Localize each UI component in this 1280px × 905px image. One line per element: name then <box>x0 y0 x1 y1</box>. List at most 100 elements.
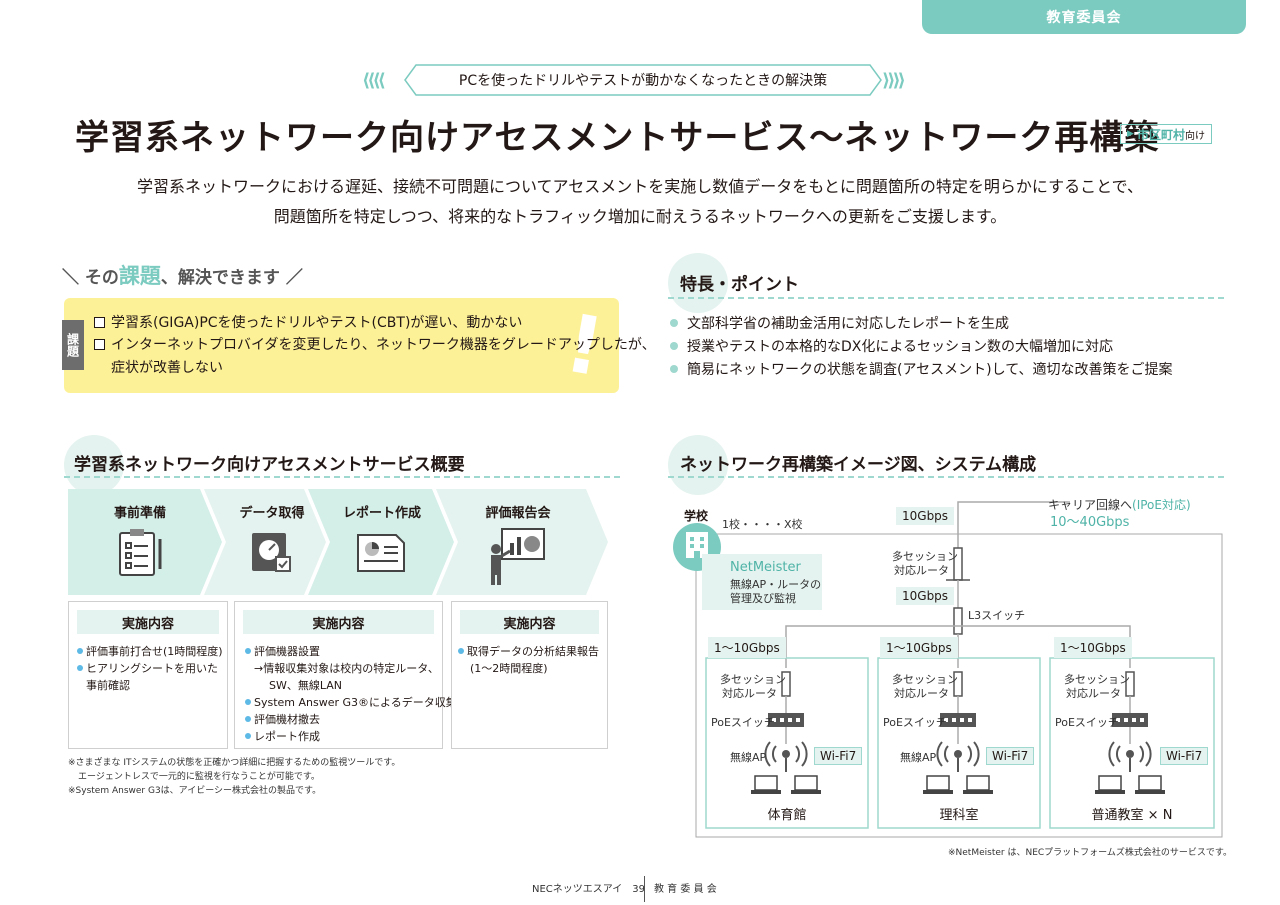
port-dot <box>1140 718 1144 722</box>
wifi-ap-icon <box>1126 750 1134 758</box>
feature-item: 授業やテストの本格的なDX化によるセッション数の大幅増加に対応 <box>670 336 1113 356</box>
wifi-ap-icon <box>782 750 790 758</box>
laptop-base <box>751 790 781 794</box>
category-tab: 教育委員会 <box>922 0 1246 34</box>
laptop-base <box>791 790 821 794</box>
content-item-cont: →情報収集対象は校内の特定ルータ、 <box>254 662 439 675</box>
carrier-speed: 10〜40Gbps <box>1050 515 1130 530</box>
poe-switch-icon <box>940 713 976 727</box>
l3switch-label: L3スイッチ <box>968 609 1026 622</box>
ap-label: 無線AP <box>900 751 937 764</box>
laptop-icon <box>1138 775 1162 791</box>
wifi-wave <box>1116 745 1144 763</box>
router-label: 対応ルータ <box>894 687 949 700</box>
section-circle <box>64 435 124 495</box>
step-label: 評価報告会 <box>485 506 551 521</box>
router-label: 対応ルータ <box>894 564 949 577</box>
port-dot <box>1132 718 1136 722</box>
port-dot <box>772 718 776 722</box>
footer-divider <box>644 876 645 902</box>
speed-badge: 10Gbps <box>896 507 955 525</box>
speed-badge: 1〜10Gbps <box>1054 637 1132 658</box>
port-dot <box>1116 718 1120 722</box>
port-dot <box>968 718 972 722</box>
port-dot <box>780 718 784 722</box>
wifi-wave <box>772 745 800 763</box>
netmeister-desc: 管理及び監視 <box>730 592 796 605</box>
room-name: 理科室 <box>939 808 979 823</box>
poe-switch-icon <box>768 713 804 727</box>
banner-chevrons-left: ⟨⟨⟨⟨ <box>362 70 386 91</box>
wifi-wave <box>936 741 980 767</box>
content-item: レポート作成 <box>245 728 442 745</box>
wifi-badge: Wi-Fi7 <box>1160 747 1209 765</box>
port-dot <box>1124 718 1128 722</box>
checkbox-icon <box>94 339 105 350</box>
port-dot <box>788 718 792 722</box>
laptop-icon <box>754 775 778 791</box>
issue-item-continued: 症状が改善しない <box>111 360 223 376</box>
page-title: 学習系ネットワーク向けアセスメントサービス〜ネットワーク再構築 <box>75 118 1160 158</box>
content-head: 実施内容 <box>460 610 599 634</box>
target-badge: ▶市区町村向け <box>1120 124 1212 144</box>
lead-line-2: 問題箇所を特定しつつ、将来的なトラフィック増加に耐えうるネットワークへの更新をご… <box>273 207 1007 226</box>
poe-label: PoEスイッチ <box>1055 716 1119 729</box>
laptop-base <box>1095 790 1125 794</box>
router-label: 多セッション <box>892 673 958 686</box>
footer-category: 教 育 委 員 会 <box>654 884 717 895</box>
content-head: 実施内容 <box>77 610 219 634</box>
speed-badge: 10Gbps <box>896 587 955 605</box>
divider <box>64 476 620 478</box>
note: エージェントレスで一元的に監視を行なうことが可能です。 <box>78 772 320 782</box>
router-label: 多セッション <box>1064 673 1130 686</box>
content-item: 評価機器設置 <box>245 643 442 660</box>
step-label: 事前準備 <box>113 506 166 521</box>
content-item: System Answer G3®によるデータ収集 <box>245 694 457 711</box>
laptop-icon <box>1098 775 1122 791</box>
school-label: 学校 <box>684 509 709 523</box>
bullet-icon <box>670 342 678 350</box>
wifi-badge: Wi-Fi7 <box>814 747 863 765</box>
router-label: 多セッション <box>892 550 958 563</box>
laptop-icon <box>926 775 950 791</box>
content-item-cont: (1〜2時間程度) <box>470 662 548 675</box>
banner-frame <box>404 64 882 96</box>
content-item: 取得データの分析結果報告 <box>458 643 607 660</box>
carrier-label: キャリア回線へ(IPoE対応) <box>1048 498 1191 512</box>
checkbox-icon <box>94 317 105 328</box>
issues-tag: 課題 <box>62 320 84 370</box>
content-head: 実施内容 <box>243 610 434 634</box>
poe-label: PoEスイッチ <box>711 716 775 729</box>
wifi-wave <box>944 745 972 763</box>
router-label: 多セッション <box>720 673 786 686</box>
step-label: レポート作成 <box>342 506 421 521</box>
feature-item: 文部科学省の補助金活用に対応したレポートを生成 <box>670 313 1009 333</box>
wifi-badge: Wi-Fi7 <box>986 747 1035 765</box>
laptop-base <box>963 790 993 794</box>
bullet-icon <box>670 365 678 373</box>
port-dot <box>960 718 964 722</box>
issue-item: 学習系(GIGA)PCを使ったドリルやテスト(CBT)が遅い、動かない <box>94 312 522 334</box>
router-label: 対応ルータ <box>722 687 777 700</box>
content-item-cont: 事前確認 <box>86 679 130 692</box>
wifi-wave <box>764 741 808 767</box>
section-circle <box>668 253 728 313</box>
content-box-1: 実施内容 評価事前打合せ(1時間程度) ヒアリングシートを用いた 事前確認 <box>68 601 228 749</box>
room-name: 普通教室 × N <box>1091 808 1173 823</box>
features-heading: 特長・ポイント <box>680 275 799 295</box>
school-count: 1校・・・・X校 <box>722 518 803 531</box>
poe-label: PoEスイッチ <box>883 716 947 729</box>
ap-label: 無線AP <box>730 751 767 764</box>
network-heading: ネットワーク再構築イメージ図、システム構成 <box>680 455 1037 475</box>
content-item-cont: SW、無線LAN <box>269 679 342 692</box>
content-item: 評価事前打合せ(1時間程度) <box>77 643 227 660</box>
content-item: ヒアリングシートを用いた <box>77 660 227 677</box>
netmeister-desc: 無線AP・ルータの <box>730 578 822 591</box>
banner-text: PCを使ったドリルやテストが動かなくなったときの解決策 <box>458 73 828 89</box>
note: ※System Answer G3は、アイビーシー株式会社の製品です。 <box>68 786 322 796</box>
network-note: ※NetMeister は、NECプラットフォームズ株式会社のサービスです。 <box>948 848 1232 858</box>
bullet-icon <box>670 319 678 327</box>
issues-heading: ＼ その課題、解決できます ／ <box>62 264 303 288</box>
port-dot <box>796 718 800 722</box>
room-name: 体育館 <box>767 808 807 823</box>
